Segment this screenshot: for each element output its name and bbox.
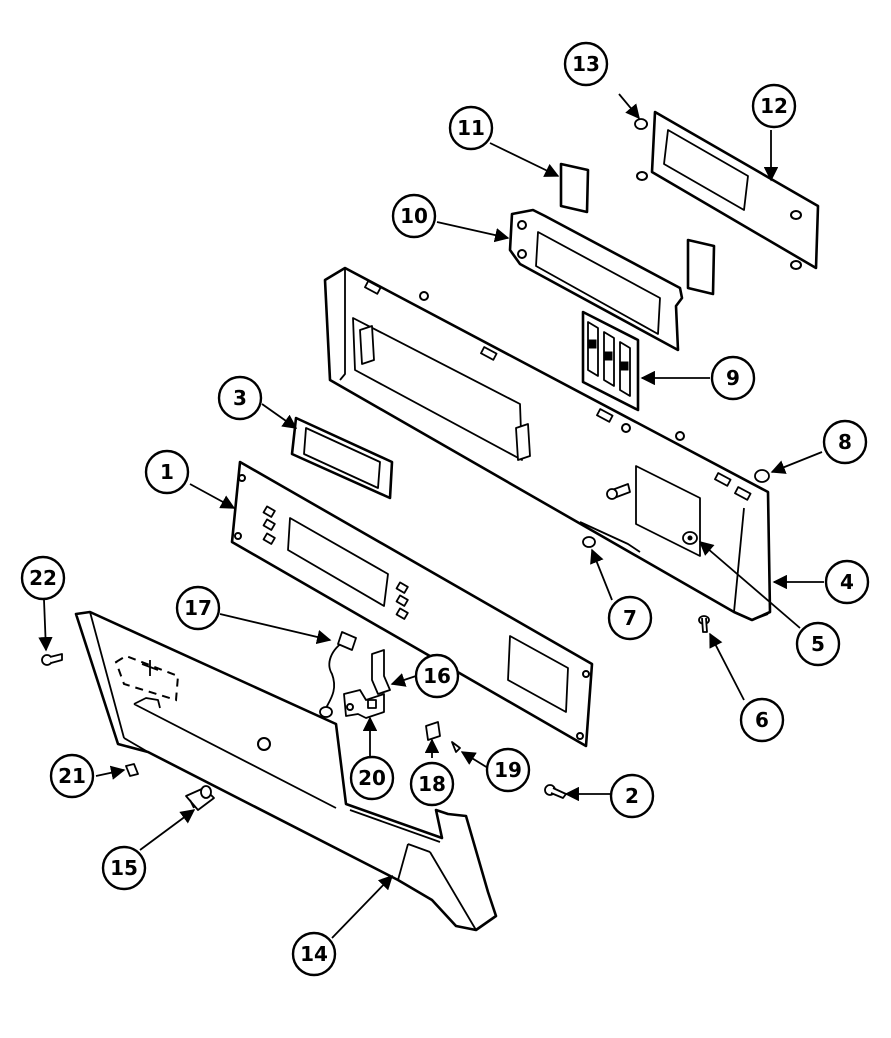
part-15-switch — [185, 785, 215, 811]
part-12-cover-plate — [636, 110, 820, 270]
callout-12-label: 12 — [760, 94, 788, 118]
callout-11-label: 11 — [457, 116, 485, 140]
callout-22: 22 — [20, 555, 66, 601]
callout-20-label: 20 — [358, 766, 386, 790]
callout-3: 3 — [217, 375, 263, 421]
callout-21-label: 21 — [58, 764, 86, 788]
part-2-screw — [544, 784, 567, 799]
part-4-backguard-housing — [323, 266, 772, 622]
part-6-screw — [698, 615, 710, 633]
callout-13-label: 13 — [572, 52, 600, 76]
part-20-mounting-bracket — [343, 689, 385, 719]
callout-18: 18 — [409, 761, 455, 807]
callout-3-label: 3 — [233, 386, 247, 410]
callout-15: 15 — [101, 845, 147, 891]
callout-12: 12 — [751, 83, 797, 129]
part-16-bracket — [371, 649, 391, 695]
callout-1-label: 1 — [160, 460, 174, 484]
part-8-grommet — [754, 469, 770, 483]
part-13-screw — [634, 118, 648, 130]
callout-11: 11 — [448, 105, 494, 151]
bolt — [606, 483, 631, 500]
callout-17-label: 17 — [184, 596, 212, 620]
callout-6-label: 6 — [755, 708, 769, 732]
part-10-display-bracket — [508, 208, 684, 352]
callout-16: 16 — [414, 653, 460, 699]
callout-8-label: 8 — [838, 430, 852, 454]
callout-19: 19 — [485, 747, 531, 793]
part-3-display-lens — [290, 416, 394, 500]
callout-18-label: 18 — [418, 772, 446, 796]
part-19-screw — [451, 741, 461, 753]
callout-1: 1 — [144, 449, 190, 495]
part-22-screw — [41, 653, 63, 666]
part-7-clip — [582, 536, 596, 548]
part-18-clip — [425, 721, 441, 741]
callout-7: 7 — [607, 595, 653, 641]
callout-2-label: 2 — [625, 784, 639, 808]
part-14-front-control-panel — [74, 610, 498, 932]
callout-8: 8 — [822, 419, 868, 465]
callout-2: 2 — [609, 773, 655, 819]
part-5-screw — [682, 531, 698, 545]
part-11-pad — [559, 162, 716, 296]
leader-lines — [38, 93, 824, 939]
callout-7-label: 7 — [623, 606, 637, 630]
callout-21: 21 — [49, 753, 95, 799]
part-21-clip — [125, 763, 139, 777]
callout-14: 14 — [291, 931, 337, 977]
callout-14-label: 14 — [300, 942, 328, 966]
callout-10: 10 — [391, 193, 437, 239]
part-17-wire-harness — [319, 631, 357, 718]
callout-10-label: 10 — [400, 204, 428, 228]
callout-19-label: 19 — [494, 758, 522, 782]
part-9-connector-board — [581, 310, 640, 412]
callout-15-label: 15 — [110, 856, 138, 880]
callout-13: 13 — [563, 41, 609, 87]
callout-5-label: 5 — [811, 632, 825, 656]
callout-9: 9 — [710, 355, 756, 401]
callout-5: 5 — [795, 621, 841, 667]
part-1-control-overlay — [230, 460, 594, 748]
callout-4-label: 4 — [840, 570, 854, 594]
callout-17: 17 — [175, 585, 221, 631]
callout-4: 4 — [824, 559, 870, 605]
callout-22-label: 22 — [29, 566, 57, 590]
callout-9-label: 9 — [726, 366, 740, 390]
callout-16-label: 16 — [423, 664, 451, 688]
callout-20: 20 — [349, 755, 395, 801]
callout-6: 6 — [739, 697, 785, 743]
